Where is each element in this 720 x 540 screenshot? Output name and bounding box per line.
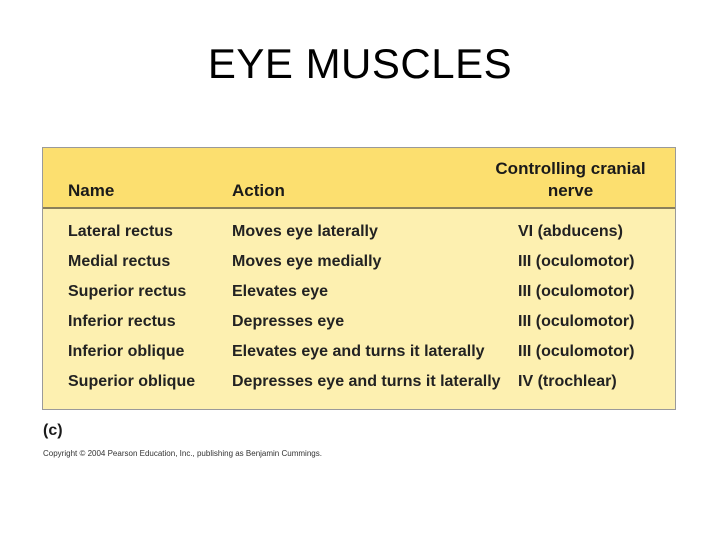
figure-label: (c) <box>43 422 63 439</box>
cell-nerve: III (oculomotor) <box>518 313 635 330</box>
table-body: Lateral rectus Moves eye laterally VI (a… <box>43 223 675 403</box>
table-row: Superior rectus Elevates eye III (oculom… <box>43 283 675 313</box>
cell-nerve: IV (trochlear) <box>518 373 617 390</box>
cell-muscle-name: Inferior oblique <box>68 343 185 360</box>
table-row: Inferior oblique Elevates eye and turns … <box>43 343 675 373</box>
table-row: Inferior rectus Depresses eye III (oculo… <box>43 313 675 343</box>
cell-action: Elevates eye and turns it laterally <box>232 343 485 360</box>
cell-nerve: III (oculomotor) <box>518 343 635 360</box>
cell-muscle-name: Medial rectus <box>68 253 171 270</box>
table-header: Name Action Controlling cranial nerve <box>43 148 675 209</box>
column-header-nerve: Controlling cranial nerve <box>483 158 658 202</box>
cell-action: Moves eye medially <box>232 253 382 270</box>
column-header-action: Action <box>232 181 285 200</box>
cell-muscle-name: Superior rectus <box>68 283 187 300</box>
column-header-nerve-line1: Controlling cranial <box>495 159 646 178</box>
cell-action: Moves eye laterally <box>232 223 378 240</box>
cell-muscle-name: Lateral rectus <box>68 223 173 240</box>
table-row: Lateral rectus Moves eye laterally VI (a… <box>43 223 675 253</box>
eye-muscles-table: Name Action Controlling cranial nerve La… <box>42 147 676 410</box>
copyright-notice: Copyright © 2004 Pearson Education, Inc.… <box>43 449 322 458</box>
table-row: Medial rectus Moves eye medially III (oc… <box>43 253 675 283</box>
cell-nerve: VI (abducens) <box>518 223 623 240</box>
cell-action: Depresses eye <box>232 313 345 330</box>
slide-title: EYE MUSCLES <box>207 40 513 87</box>
table-row: Superior oblique Depresses eye and turns… <box>43 373 675 403</box>
cell-nerve: III (oculomotor) <box>518 253 635 270</box>
cell-nerve: III (oculomotor) <box>518 283 635 300</box>
cell-action: Depresses eye and turns it laterally <box>232 373 501 390</box>
cell-muscle-name: Inferior rectus <box>68 313 176 330</box>
cell-muscle-name: Superior oblique <box>68 373 196 390</box>
column-header-nerve-line2: nerve <box>547 181 594 200</box>
column-header-name: Name <box>68 181 115 200</box>
cell-action: Elevates eye <box>232 283 329 300</box>
